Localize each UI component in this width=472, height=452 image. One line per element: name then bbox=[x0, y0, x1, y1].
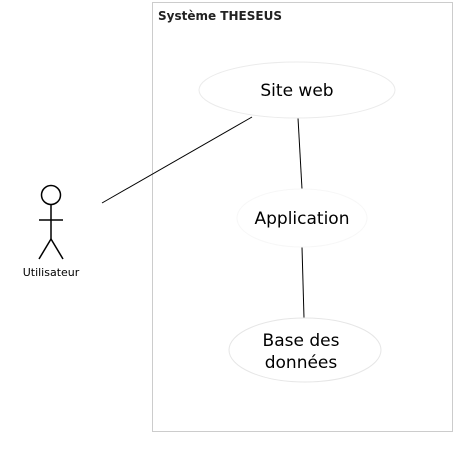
association-actor-site-web bbox=[101, 116, 253, 204]
association-application-base bbox=[301, 246, 305, 319]
use-case-site-web[interactable]: Site web bbox=[198, 61, 396, 119]
use-case-application-label: Application bbox=[255, 209, 350, 229]
stick-figure-icon bbox=[38, 184, 64, 260]
use-case-base-de-donnees-label: Base des bbox=[263, 331, 340, 351]
use-case-application[interactable]: Application bbox=[236, 188, 368, 248]
use-case-site-web-label: Site web bbox=[260, 81, 333, 101]
actor-utilisateur[interactable]: Utilisateur bbox=[23, 184, 80, 280]
association-site-web-application bbox=[297, 117, 303, 190]
actor-label: Utilisateur bbox=[23, 266, 80, 279]
use-case-base-de-donnees[interactable]: Base des données bbox=[228, 317, 382, 383]
use-case-base-de-donnees-shape bbox=[228, 317, 382, 383]
system-title: Système THESEUS bbox=[158, 9, 282, 23]
use-case-application-shape bbox=[236, 188, 368, 248]
use-case-site-web-shape bbox=[198, 61, 396, 119]
use-case-base-de-donnees-label-line2: données bbox=[265, 353, 338, 373]
